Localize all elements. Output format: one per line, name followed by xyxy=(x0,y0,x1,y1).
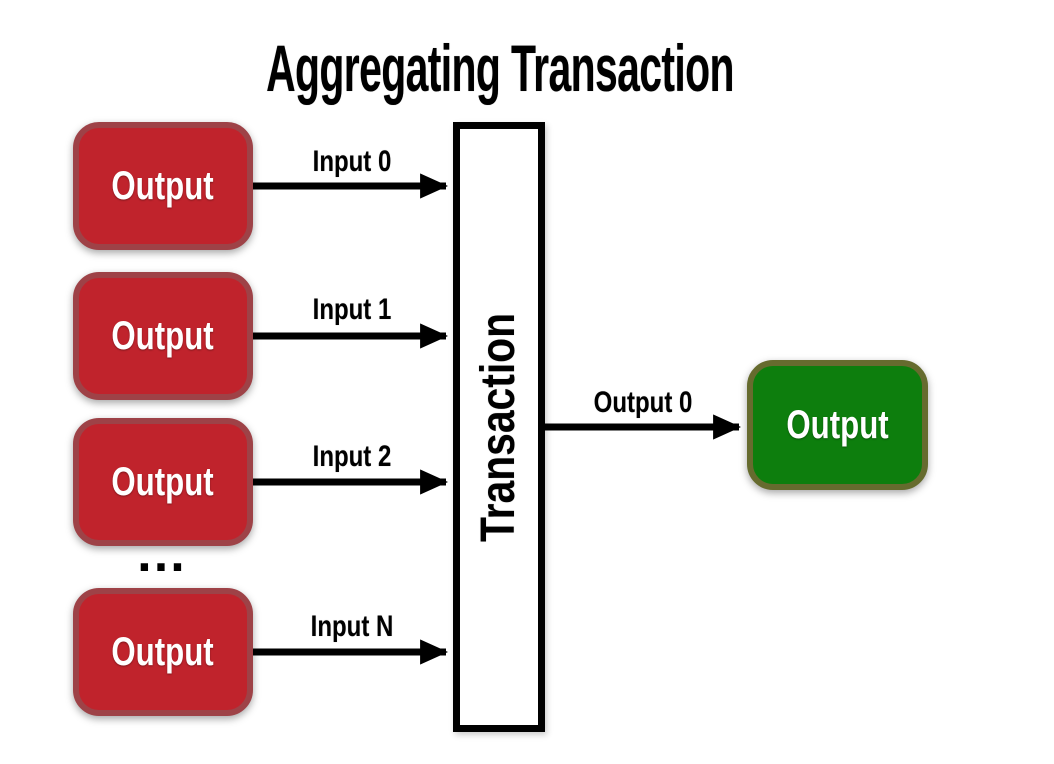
input-source-box-n: Output xyxy=(73,588,253,716)
ellipsis: … xyxy=(135,525,191,583)
input-source-box-1: Output xyxy=(73,272,253,400)
output-0-arrow-label: Output 0 xyxy=(593,386,693,419)
input-source-box-1-label: Output xyxy=(111,313,215,358)
output-result-box-label: Output xyxy=(786,402,889,447)
input-2-arrow-label: Input 2 xyxy=(312,440,392,473)
input-0-arrow-label: Input 0 xyxy=(312,145,392,178)
diagram-title: Aggregating Transaction xyxy=(266,31,734,105)
input-source-box-0-label: Output xyxy=(111,163,215,208)
transaction-box-label: Transaction xyxy=(472,312,526,542)
input-source-box-0: Output xyxy=(73,122,253,250)
input-source-box-2-label: Output xyxy=(111,459,215,504)
input-source-box-2: Output xyxy=(73,418,253,546)
input-n-arrow-label: Input N xyxy=(310,610,394,643)
input-1-arrow-label: Input 1 xyxy=(312,293,392,326)
output-result-box: Output xyxy=(747,360,928,490)
transaction-box: Transaction xyxy=(453,122,545,732)
input-source-box-n-label: Output xyxy=(111,629,215,674)
